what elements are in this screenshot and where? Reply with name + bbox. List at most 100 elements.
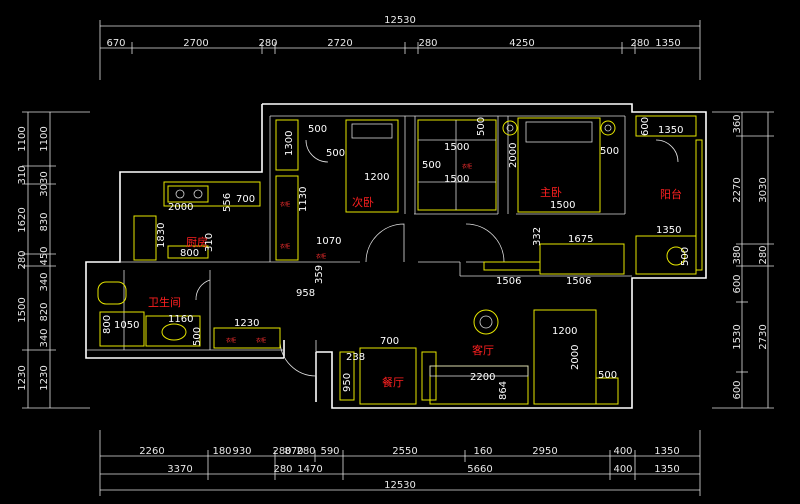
left-dimensions: 1100 310 1620 280 1500 1230 1100 3030 83… [17, 111, 90, 409]
idim-600: 600 [640, 117, 651, 136]
idim-500e: 500 [600, 146, 619, 157]
bottom-dimensions: 2260 180 930 280 870 280 590 2550 160 29… [99, 430, 701, 496]
right-dim-2: 2270 [732, 177, 743, 202]
right-dim-1: 360 [732, 114, 743, 133]
idim-1506a: 1506 [496, 276, 521, 287]
tag-closet-2: 衣柜 [280, 243, 290, 250]
bottom-dim-9: 160 [473, 446, 492, 457]
right-dim-3: 380 [732, 245, 743, 264]
idim-1070: 1070 [316, 236, 341, 247]
right-outer-dim-1: 3030 [758, 177, 769, 202]
room-labels: 次卧 主卧 阳台 厨房 卫生间 客厅 餐厅 [148, 186, 682, 389]
idim-700a: 700 [236, 194, 255, 205]
idim-1350a: 1350 [658, 125, 683, 136]
idim-1300: 1300 [284, 131, 295, 156]
inner-dimensions: 500 1300 500 1200 1130 1070 958 359 1500… [102, 117, 691, 400]
bottom-dim-4: 280 [272, 446, 291, 457]
idim-556: 556 [222, 193, 233, 212]
left-inner-dim-2: 3030 [39, 171, 50, 196]
idim-2000c: 2000 [570, 345, 581, 370]
top-dimensions: 12530 670 2700 280 2720 280 4250 280 135… [99, 15, 701, 80]
bottom-dim-1: 2260 [139, 446, 164, 457]
idim-1200a: 1200 [364, 172, 389, 183]
idim-2000b: 2000 [168, 202, 193, 213]
tag-closet-1: 衣柜 [280, 201, 290, 208]
left-inner-dim-5: 340 [39, 272, 50, 291]
idim-500c: 500 [422, 160, 441, 171]
bottom-dim-6: 280 [296, 446, 315, 457]
left-inner-dim-7: 340 [39, 328, 50, 347]
idim-500f: 500 [680, 247, 691, 266]
tag-shelf: 衣柜 [316, 253, 326, 260]
right-outer-dim-2: 280 [758, 245, 769, 264]
idim-500d: 500 [476, 117, 487, 136]
room-living: 客厅 [472, 343, 494, 357]
idim-1160: 1160 [168, 314, 193, 325]
idim-1350b: 1350 [656, 225, 681, 236]
idim-958: 958 [296, 288, 315, 299]
tag-closet-3: 衣柜 [462, 163, 472, 170]
idim-332: 332 [532, 227, 543, 246]
room-master-bedroom: 主卧 [540, 186, 562, 199]
idim-2000a: 2000 [508, 143, 519, 168]
left-dim-1: 1100 [17, 126, 28, 151]
top-dim-6: 4250 [509, 38, 534, 49]
idim-1050: 1050 [114, 320, 139, 331]
idim-359: 359 [314, 265, 325, 284]
idim-1500b: 1500 [444, 174, 469, 185]
top-dim-1: 670 [106, 38, 125, 49]
idim-500b: 500 [326, 148, 345, 159]
left-inner-dim-3: 830 [39, 212, 50, 231]
idim-864: 864 [498, 381, 509, 400]
room-balcony: 阳台 [660, 187, 682, 201]
top-dim-4: 2720 [327, 38, 352, 49]
idim-1506b: 1506 [566, 276, 591, 287]
idim-950: 950 [342, 373, 353, 392]
idim-310: 310 [204, 233, 215, 252]
bottom-dim-11: 400 [613, 446, 632, 457]
doors [195, 139, 679, 377]
idim-500h: 500 [598, 370, 617, 381]
bottom2-dim-2: 280 [273, 464, 292, 475]
tag-cabinet-2: 衣柜 [256, 337, 266, 344]
right-dim-4: 600 [732, 274, 743, 293]
left-inner-dim-8: 1230 [39, 365, 50, 390]
bottom-dim-8: 2550 [392, 446, 417, 457]
top-total-dim: 12530 [384, 15, 416, 26]
room-kitchen: 厨房 [186, 236, 208, 249]
bottom-dim-7: 590 [320, 446, 339, 457]
cabinet-tags: 衣柜 衣柜 衣柜 衣柜 衣柜 衣柜 [226, 163, 472, 344]
bottom-dim-3: 930 [232, 446, 251, 457]
idim-500g: 500 [192, 327, 203, 346]
idim-500a: 500 [308, 124, 327, 135]
idim-700b: 700 [380, 336, 399, 347]
room-dining: 餐厅 [382, 375, 404, 389]
top-dim-8: 1350 [655, 38, 680, 49]
idim-1130: 1130 [298, 187, 309, 212]
top-dim-2: 2700 [183, 38, 208, 49]
idim-1230: 1230 [234, 318, 259, 329]
idim-1830: 1830 [156, 223, 167, 248]
left-dim-6: 1230 [17, 365, 28, 390]
bottom-dim-12: 1350 [654, 446, 679, 457]
left-dim-2: 310 [17, 165, 28, 184]
right-dim-6: 600 [732, 380, 743, 399]
top-dim-5: 280 [418, 38, 437, 49]
bottom2-dim-3: 1470 [297, 464, 322, 475]
right-dimensions: 360 2270 380 600 1530 600 3030 280 2730 [712, 111, 774, 409]
idim-2200: 2200 [470, 372, 495, 383]
idim-238: 238 [346, 352, 365, 363]
room-bathroom: 卫生间 [148, 295, 181, 309]
left-dim-4: 280 [17, 250, 28, 269]
left-inner-dim-1: 1100 [39, 126, 50, 151]
idim-1200b: 1200 [552, 326, 577, 337]
top-dim-7: 280 [630, 38, 649, 49]
tag-cabinet: 衣柜 [226, 337, 236, 344]
bottom2-dim-4: 5660 [467, 464, 492, 475]
room-secondary-bedroom: 次卧 [352, 195, 374, 209]
right-dim-5: 1530 [732, 324, 743, 349]
left-dim-5: 1500 [17, 297, 28, 322]
idim-800b: 800 [102, 315, 113, 334]
idim-1500c: 1500 [550, 200, 575, 211]
